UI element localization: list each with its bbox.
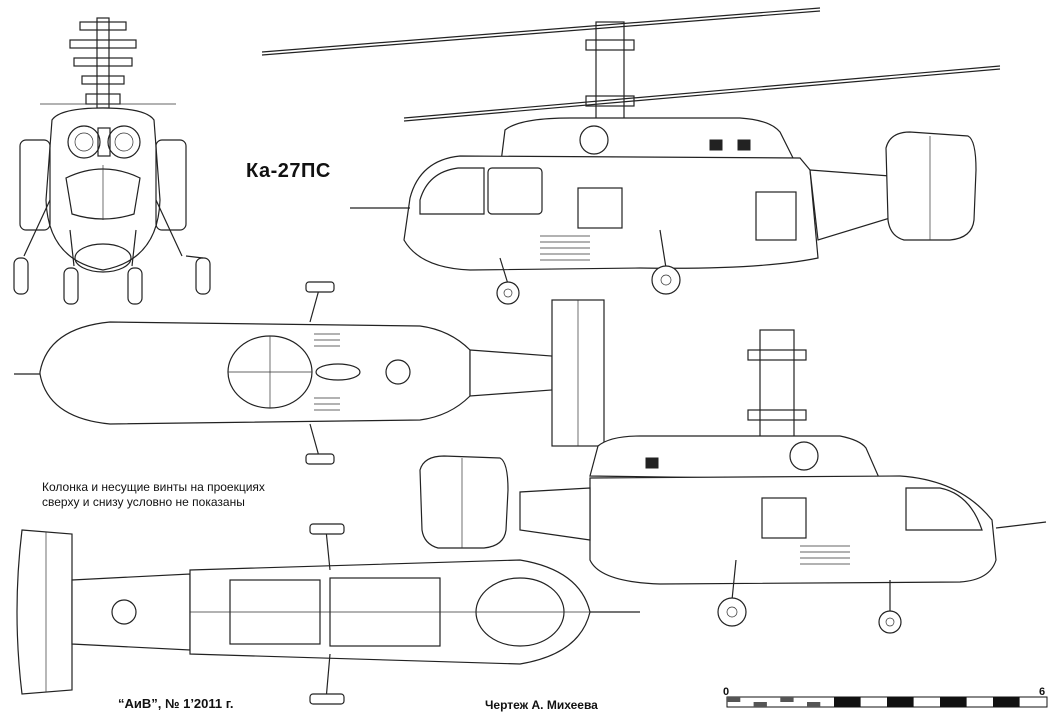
bottom-view — [16, 523, 640, 705]
scale-bar — [726, 696, 1048, 708]
note-line-1: Колонка и несущие винты на проекциях — [42, 480, 265, 494]
author-caption: Чертеж А. Михеева — [485, 698, 598, 712]
scale-start-label: 0 — [723, 686, 730, 698]
aircraft-title: Ка-27ПС — [246, 160, 331, 182]
drawing-note: Колонка и несущие винты на проекциях све… — [42, 480, 282, 510]
source-caption: “АиВ”, № 1’2011 г. — [118, 696, 234, 711]
side-view-lower — [419, 329, 1047, 634]
scale-end-label: 6 — [1039, 686, 1046, 698]
side-view-upper — [261, 7, 1001, 305]
top-view — [14, 281, 605, 465]
front-view — [13, 17, 211, 305]
note-line-2: сверху и снизу условно не показаны — [42, 495, 245, 509]
